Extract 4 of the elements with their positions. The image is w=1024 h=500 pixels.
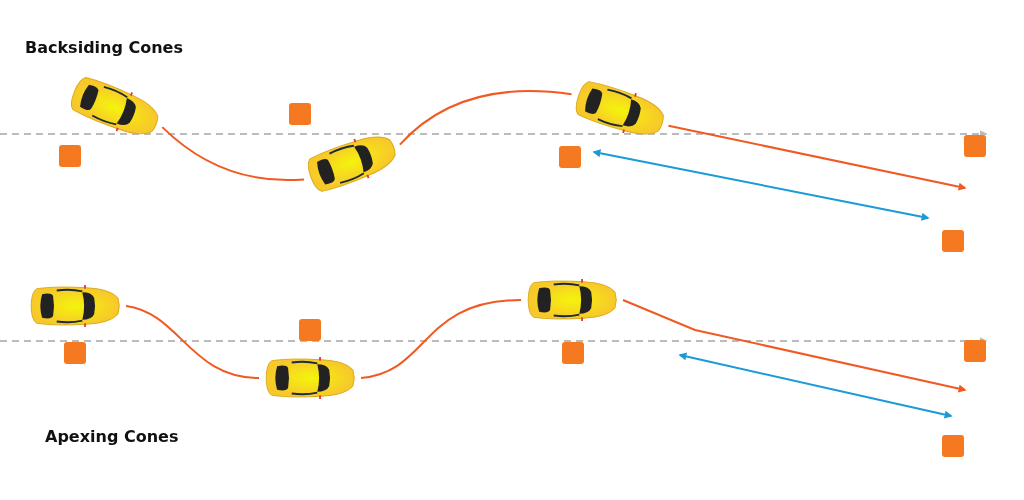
section-heading: Backsiding Cones	[25, 38, 183, 57]
path-arrow	[622, 299, 967, 393]
section-heading: Apexing Cones	[45, 427, 179, 446]
path-arrow	[667, 124, 967, 191]
